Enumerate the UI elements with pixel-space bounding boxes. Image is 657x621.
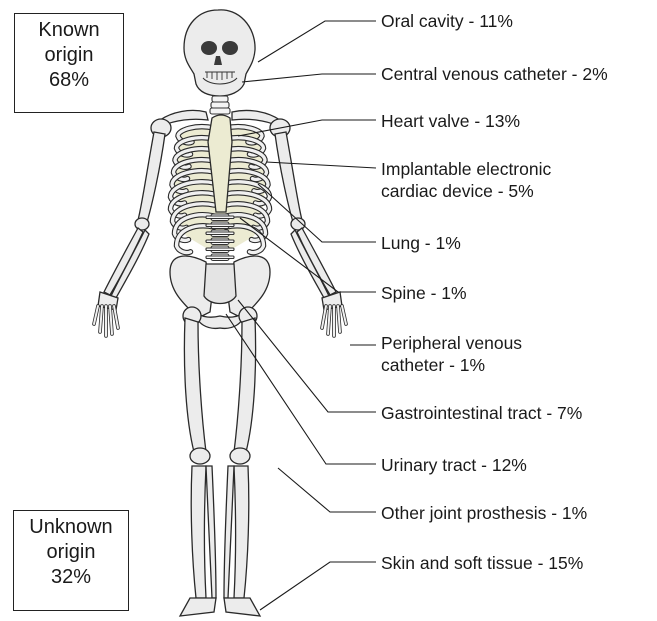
known-origin-box: Known origin 68% [14, 13, 124, 113]
unknown-origin-percent: 32% [14, 565, 128, 590]
label-peripheral-line2: catheter - 1% [381, 354, 522, 376]
label-other-joint-prosthesis: Other joint prosthesis - 1% [381, 502, 587, 524]
label-heart-valve: Heart valve - 13% [381, 110, 520, 132]
vertebra-process [206, 232, 234, 235]
label-skin-soft-tissue: Skin and soft tissue - 15% [381, 552, 583, 574]
label-urinary-tract: Urinary tract - 12% [381, 454, 527, 476]
label-gastrointestinal-tract: Gastrointestinal tract - 7% [381, 402, 582, 424]
label-implantable-device-line2: cardiac device - 5% [381, 180, 551, 202]
label-oral-cavity: Oral cavity - 11% [381, 10, 513, 32]
known-origin-line1: Known [15, 18, 123, 43]
unknown-origin-line2: origin [14, 540, 128, 565]
skull [184, 10, 255, 96]
label-spine: Spine - 1% [381, 282, 467, 304]
cervical-spine [210, 96, 230, 114]
vertebra-process [206, 256, 234, 259]
label-implantable-device: Implantable electronic cardiac device - … [381, 158, 551, 202]
known-origin-percent: 68% [15, 68, 123, 93]
vertebra-process [206, 240, 234, 243]
label-implantable-device-line1: Implantable electronic [381, 158, 551, 180]
label-peripheral-line1: Peripheral venous [381, 332, 522, 354]
vertebra-process [206, 248, 234, 251]
label-central-venous-catheter: Central venous catheter - 2% [381, 63, 608, 85]
unknown-origin-line1: Unknown [14, 515, 128, 540]
vertebra-process [206, 224, 234, 227]
unknown-origin-box: Unknown origin 32% [13, 510, 129, 611]
label-peripheral-venous-catheter: Peripheral venous catheter - 1% [381, 332, 522, 376]
known-origin-line2: origin [15, 43, 123, 68]
vertebra-process [206, 216, 234, 219]
label-lung: Lung - 1% [381, 232, 461, 254]
legs [180, 318, 260, 616]
